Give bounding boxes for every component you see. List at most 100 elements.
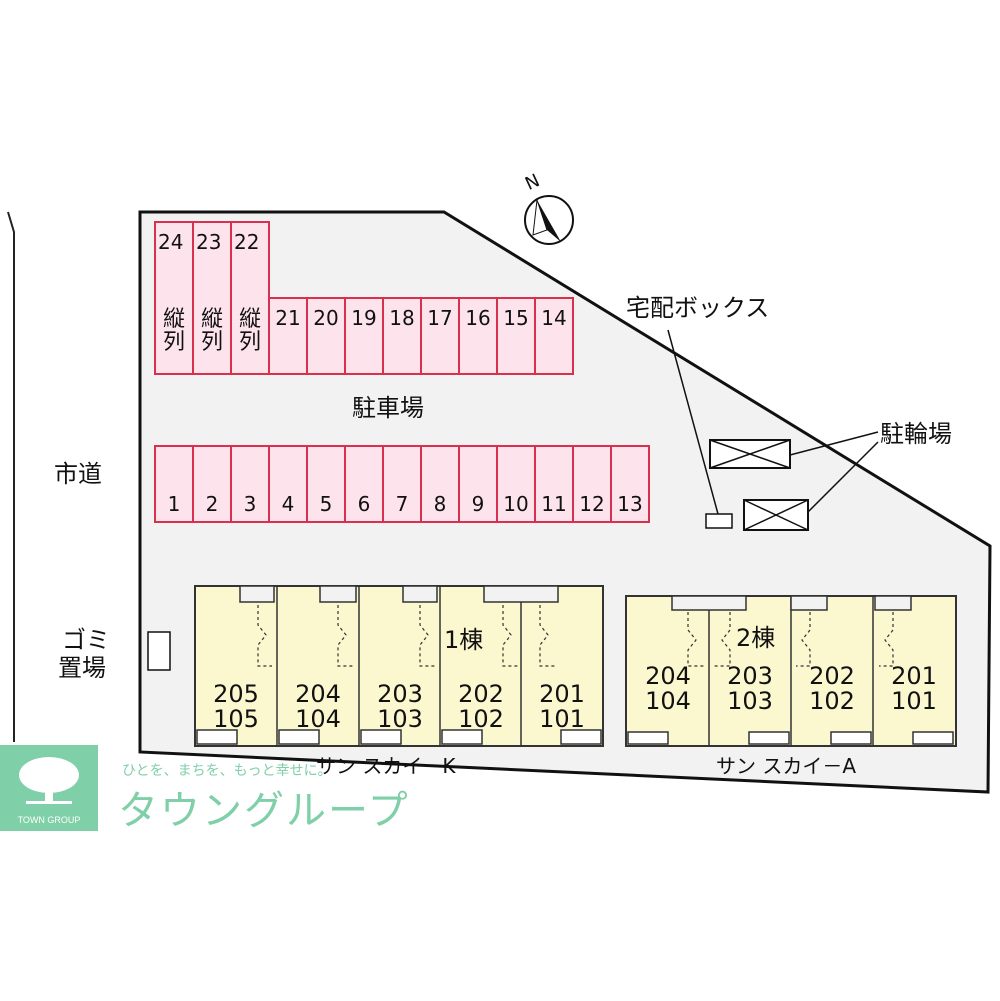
unit-upper: 203: [377, 680, 423, 708]
parking-slot-label: 19: [351, 306, 377, 330]
parking-slot-label: 13: [617, 492, 643, 516]
parking-slot-label: 5: [319, 492, 333, 516]
unit-lower: 105: [213, 705, 259, 734]
parking-top-row: [268, 297, 574, 375]
parking-note-char: 縦: [200, 307, 223, 332]
road-label: 市道: [54, 460, 102, 488]
parking-slot-16: [458, 297, 498, 375]
parking-slot-10: [496, 445, 536, 523]
unit-upper: 201: [539, 680, 585, 708]
parking-slot-14: [534, 297, 574, 375]
parking-slot-label: 17: [427, 306, 453, 330]
parking-slot-label: 10: [503, 492, 529, 516]
watermark-tagline: ひとを、まちを、もっと幸せに。: [122, 763, 332, 779]
road-edge-line: [7, 211, 15, 742]
parking-slot-1: [154, 445, 194, 523]
parking-slot-label: 12: [579, 492, 605, 516]
parking-note-char: 縦: [162, 307, 185, 332]
garbage-label-line1: ゴミ: [62, 626, 110, 654]
parking-slot-label: 1: [167, 492, 181, 516]
bicycle-parking-label: 駐輪場: [880, 420, 952, 448]
unit-lower: 104: [295, 705, 341, 734]
parking-area-label: 駐車場: [352, 394, 424, 422]
unit-lower: 101: [891, 687, 937, 716]
unit-upper: 205: [213, 680, 259, 708]
parking-note-char: 縦: [238, 307, 261, 332]
tree-icon: [19, 757, 79, 804]
brand-logo: TOWN GROUP: [0, 745, 98, 831]
parking-slot-label: 15: [503, 306, 529, 330]
unit-lower: 101: [539, 705, 585, 734]
parking-slot-8: [420, 445, 460, 523]
unit-upper: 203: [727, 662, 773, 690]
building-2-title: サン スカイ－A: [716, 754, 857, 778]
parking-note-char: 列: [162, 330, 185, 356]
parking-note-char: 列: [200, 330, 223, 356]
unit-lower: 103: [377, 705, 423, 734]
parking-slot-label: 14: [541, 306, 567, 330]
unit-upper: 202: [458, 680, 504, 708]
parking-slot-18: [382, 297, 422, 375]
parking-slot-label: 3: [243, 492, 257, 516]
parking-slot-label: 7: [395, 492, 409, 516]
garbage-station-icon: [147, 631, 171, 671]
compass-icon: [524, 195, 574, 245]
parking-note: 縦 列: [162, 308, 186, 354]
parking-slot-13: [610, 445, 650, 523]
parking-slot-label: 11: [541, 492, 567, 516]
building-2: [625, 595, 957, 747]
logo-text: TOWN GROUP: [17, 815, 81, 825]
parking-slot-6: [344, 445, 384, 523]
parking-slot-label: 9: [471, 492, 485, 516]
parking-slot-7: [382, 445, 422, 523]
parking-note: 縦 列: [238, 308, 262, 354]
parking-slot-3: [230, 445, 270, 523]
parking-slot-2: [192, 445, 232, 523]
unit-upper: 204: [295, 680, 341, 708]
parking-slot-label: 6: [357, 492, 371, 516]
delivery-box-icon: [667, 329, 733, 529]
building-1: [194, 585, 604, 747]
parking-slot-label: 18: [389, 306, 415, 330]
building-1-title: サン スカイ－K: [316, 754, 456, 778]
parking-slot-17: [420, 297, 460, 375]
parking-slot-label: 20: [313, 306, 339, 330]
parking-slot-label: 24: [158, 230, 184, 254]
parking-slot-label: 23: [196, 230, 222, 254]
parking-tall-slots: [154, 221, 270, 375]
watermark-brand: タウングループ: [118, 788, 410, 834]
delivery-box-label: 宅配ボックス: [626, 294, 770, 322]
unit-lower: 102: [458, 705, 504, 734]
garbage-label-line2: 置場: [58, 654, 106, 682]
building-1-label: 1棟: [444, 626, 484, 654]
parking-slot-label: 4: [281, 492, 295, 516]
parking-slot-5: [306, 445, 346, 523]
parking-note-char: 列: [238, 330, 261, 356]
unit-lower: 104: [645, 687, 691, 716]
parking-slot-24: [154, 221, 194, 375]
bicycle-parking-icon: [709, 431, 879, 531]
unit-upper: 204: [645, 662, 691, 690]
unit-lower: 103: [727, 687, 773, 716]
parking-slot-label: 21: [275, 306, 301, 330]
parking-slot-4: [268, 445, 308, 523]
building-2-label: 2棟: [736, 624, 776, 652]
unit-upper: 202: [809, 662, 855, 690]
parking-note: 縦 列: [200, 308, 224, 354]
unit-upper: 201: [891, 662, 937, 690]
parking-slot-label: 22: [234, 230, 260, 254]
parking-bottom-row: [154, 445, 650, 523]
unit-lower: 102: [809, 687, 855, 716]
parking-slot-label: 8: [433, 492, 447, 516]
parking-slot-label: 16: [465, 306, 491, 330]
